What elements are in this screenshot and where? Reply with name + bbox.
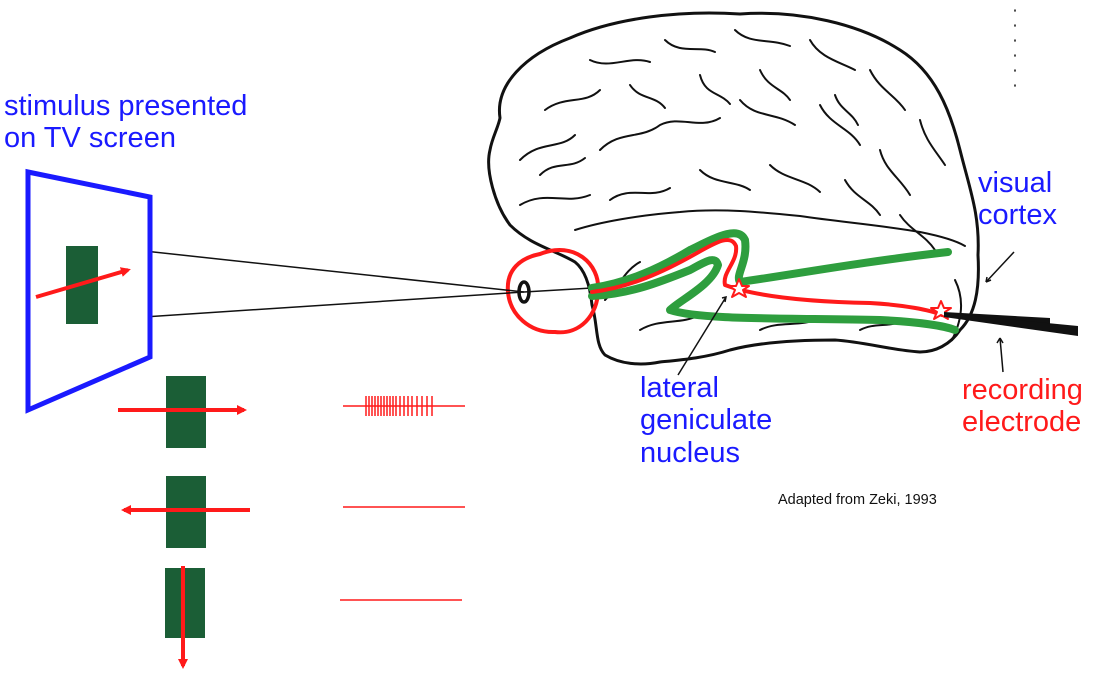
trial-rightward (118, 376, 465, 448)
tv-screen (28, 172, 150, 410)
visual-cortex-label-line-1: visual (978, 167, 1057, 199)
spike-train-burst (343, 396, 465, 416)
trial-downward (165, 566, 462, 666)
stimulus-label-line-1: stimulus presented (4, 90, 247, 122)
trial-leftward (124, 476, 465, 548)
visual-cortex-label-line-2: cortex (978, 199, 1057, 231)
stimulus-label-line-2: on TV screen (4, 122, 247, 154)
electrode-label-line-1: recording (962, 374, 1083, 406)
cortex-pointer (986, 252, 1014, 282)
electrode-label-line-2: electrode (962, 406, 1083, 438)
electrode-label: recording electrode (962, 374, 1083, 439)
visual-cortex-label: visual cortex (978, 167, 1057, 232)
lgn-label-line-1: lateral (640, 372, 772, 404)
lgn-label: lateral geniculate nucleus (640, 372, 772, 469)
stimulus-label: stimulus presented on TV screen (4, 90, 247, 155)
visual-field-lines (98, 246, 592, 320)
source-credit: Adapted from Zeki, 1993 (778, 492, 937, 508)
lgn-label-line-2: geniculate (640, 404, 772, 436)
lgn-label-line-3: nucleus (640, 437, 772, 469)
